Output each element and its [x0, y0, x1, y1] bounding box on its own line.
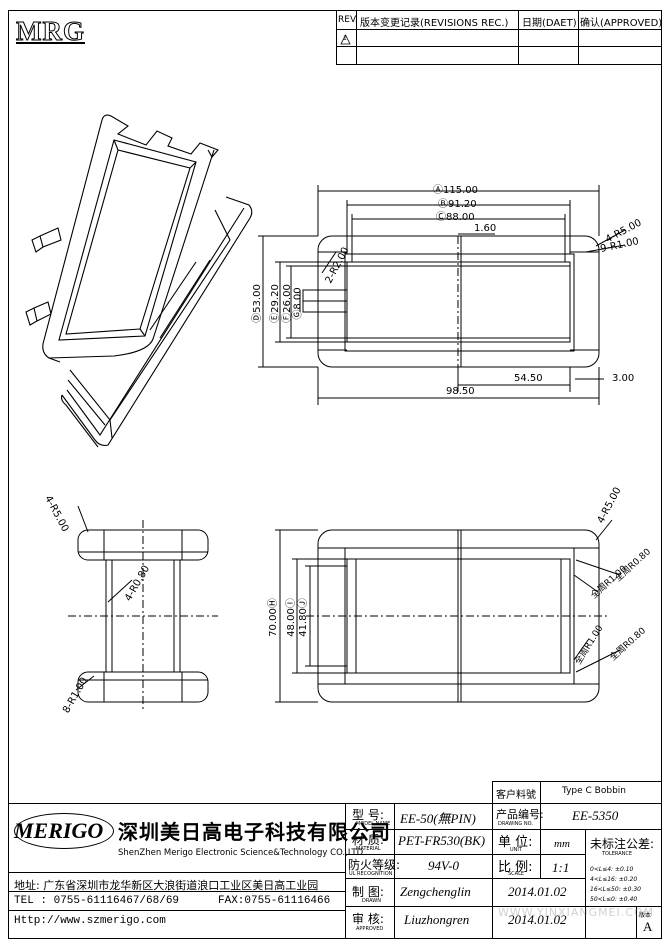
- revisions-column-header: 版本变更记录(REVISIONS REC.): [360, 18, 509, 29]
- dim-slot: 1.60: [474, 223, 497, 234]
- dim-d: Ⓓ53.00: [251, 284, 263, 323]
- top-view: [258, 185, 626, 405]
- drawn-label-en: DRAWN: [362, 898, 381, 904]
- customer-part-label: 客户料號: [496, 790, 536, 801]
- drawn-label: 制 图:: [352, 885, 384, 899]
- drawn-date: 2014.01.02: [508, 884, 567, 899]
- revision-table: [336, 10, 661, 65]
- approved-date: 2014.01.02: [508, 912, 567, 927]
- fax: FAX:0755-61116466: [218, 895, 331, 907]
- unit-label: 单 位:: [498, 835, 533, 850]
- dim-c: Ⓒ88.00: [436, 212, 475, 223]
- page-border: [8, 10, 662, 939]
- approved-column-header: 确认(APPROVED): [580, 18, 663, 29]
- revision-symbol: 1: [343, 35, 347, 42]
- tolerance-2: 4<L≤16: ±0.20: [590, 876, 638, 883]
- end-view: [68, 505, 218, 712]
- telephone: TEL : 0755-61116467/68/69: [14, 895, 180, 907]
- mrg-logo: MRG: [16, 16, 85, 47]
- dim-300: 3.00: [612, 373, 635, 384]
- material-label: 材 质:: [352, 833, 384, 847]
- merigo-logo-ring: [14, 813, 114, 849]
- scale-label: 比 例:: [498, 860, 533, 875]
- revision-triangle-icon: [340, 34, 351, 45]
- version-value: A: [643, 919, 653, 934]
- title-block-lines: [8, 781, 661, 938]
- approved-label: 审 核:: [352, 912, 384, 926]
- dim-a: Ⓐ115.00: [433, 185, 478, 196]
- dim-g: Ⓖ8.00: [292, 287, 304, 320]
- scale-value: 1:1: [552, 860, 570, 875]
- website: Http://www.szmerigo.com: [14, 915, 166, 927]
- side-view: [275, 519, 621, 703]
- tolerance-4: 50<L≤0: ±0.40: [590, 896, 638, 903]
- model-label-en: MODEL NAME: [356, 821, 391, 827]
- side-dim-70: 70.00Ⓗ: [267, 598, 279, 637]
- dim-b: Ⓑ91.20: [438, 199, 477, 210]
- drawn-value: Zengchenglin: [400, 884, 471, 899]
- company-name-cn: 深圳美日高电子科技有限公司: [118, 820, 391, 844]
- date-column-header: 日期(DAET): [522, 18, 577, 29]
- tolerance-1: 0<L≤4: ±0.10: [590, 866, 634, 873]
- customer-part-value: Type C Bobbin: [562, 786, 626, 796]
- watermark: WWW.YINXIANGMEI.COM: [498, 906, 655, 919]
- side-dim-4180: 41.80Ⓙ: [297, 598, 309, 637]
- model-label: 型 号:: [352, 808, 384, 822]
- tolerance-label-en: TOLERANCE: [602, 851, 633, 857]
- tolerance-3: 16<L≤50: ±0.30: [590, 886, 641, 893]
- drawing-no-label-en: DRAWING NO.: [498, 821, 533, 827]
- flame-label: 防火等级:: [348, 858, 401, 872]
- flame-label-en: UL RECOGNITION: [349, 871, 393, 877]
- isometric-view: [25, 114, 253, 448]
- company-name-en: ShenZhen Merigo Electronic Science&Techn…: [118, 848, 364, 858]
- drawing-no-label: 产品编号:: [496, 808, 544, 821]
- flame-value: 94V-0: [428, 858, 460, 873]
- dim-9850: 98.50: [446, 386, 475, 397]
- unit-value: mm: [554, 838, 570, 850]
- rev-label: REV.: [338, 15, 358, 25]
- approved-label-en: APPROVED: [356, 926, 384, 932]
- drawing-no-value: EE-5350: [572, 808, 619, 823]
- dim-5450: 54.50: [514, 373, 543, 384]
- material-value: PET-FR530(BK): [398, 833, 486, 848]
- address: 地址: 广东省深圳市龙华新区大浪街道浪口工业区美日高工业园: [14, 879, 319, 892]
- tolerance-label: 未标注公差:: [590, 837, 655, 851]
- version-label: 版本: [639, 912, 652, 919]
- unit-label-en: UNIT: [510, 847, 522, 853]
- model-value: EE-50(無PIN): [400, 811, 476, 826]
- scale-label-en: SCALE: [508, 871, 525, 877]
- material-label-en: MATERIAL: [356, 846, 381, 852]
- approved-value: Liuzhongren: [404, 912, 470, 927]
